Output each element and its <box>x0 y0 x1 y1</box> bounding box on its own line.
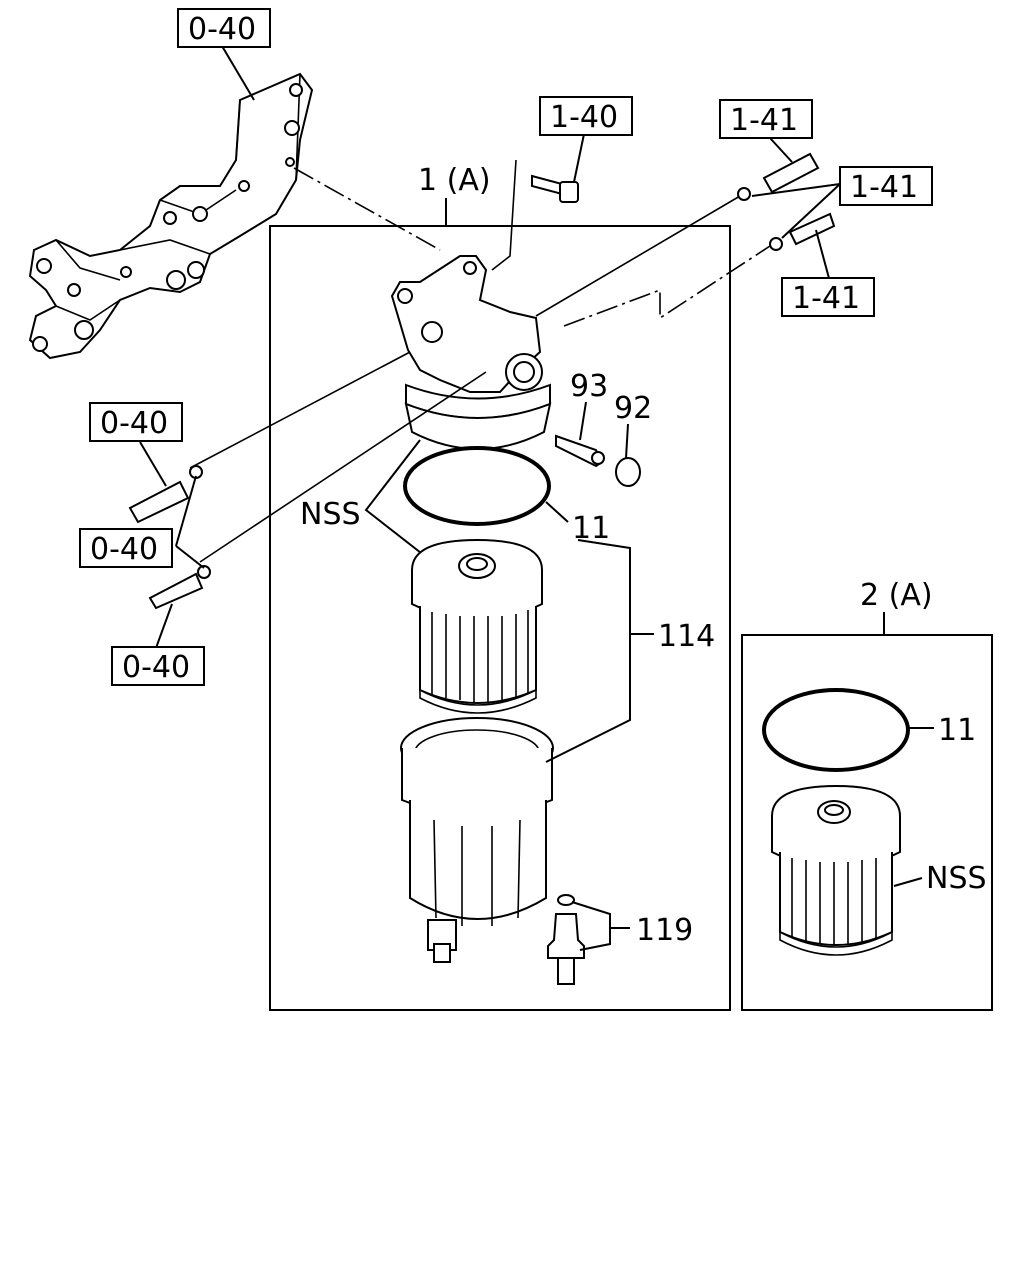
callout-hose-top: 1-41 <box>730 103 798 138</box>
oring-main <box>403 446 551 526</box>
leader-hose-left-mid-b <box>175 545 205 569</box>
leader-hose-mid-a <box>751 183 841 197</box>
drain-sensor <box>547 894 585 985</box>
part-93-fitting <box>555 434 605 468</box>
label-119: 119 <box>636 913 693 948</box>
label-nss-kit: NSS <box>926 861 987 896</box>
leader-hose-low <box>815 229 831 283</box>
leader-hose-mid-b <box>781 183 841 239</box>
leader-93 <box>579 401 587 441</box>
callout-hose-mid: 1-41 <box>850 170 918 205</box>
bolt-guide <box>491 159 517 271</box>
filter-bowl <box>400 717 554 963</box>
leader-hose-left-mid-a <box>175 475 197 547</box>
oring-kit <box>762 688 910 772</box>
part-92-plug <box>615 457 641 487</box>
callout-hose-left-top: 0-40 <box>100 406 168 441</box>
label-93: 93 <box>570 369 608 404</box>
label-92: 92 <box>614 391 652 426</box>
label-114: 114 <box>658 619 715 654</box>
callout-hose-left-mid: 0-40 <box>90 532 158 567</box>
leader-oring-main <box>545 501 569 523</box>
callout-bolt: 1-40 <box>550 100 618 135</box>
label-assembly-main: 1 (A) <box>418 163 491 198</box>
bolt-1-40 <box>531 174 579 203</box>
callout-hose-left-low: 0-40 <box>122 650 190 685</box>
leader-114 <box>545 539 631 763</box>
callout-bracket: 0-40 <box>188 12 256 47</box>
hose-right-top <box>737 152 836 251</box>
leader-nss-main <box>364 439 431 561</box>
hose-line-right-lower <box>563 245 771 327</box>
hose-line-upper <box>189 351 411 469</box>
hose-line-lower <box>199 371 487 563</box>
assembly-frame-kit <box>741 634 993 1011</box>
leader-hose-left-top <box>139 441 167 487</box>
filter-head <box>390 255 552 450</box>
leader-nss-kit <box>893 877 923 887</box>
mounting-bracket <box>28 72 314 360</box>
label-nss-main: NSS <box>300 497 361 532</box>
label-assembly-kit: 2 (A) <box>860 578 933 613</box>
hose-line-right-upper <box>535 195 741 317</box>
leader-hose-top <box>769 137 793 163</box>
label-oring-kit: 11 <box>938 713 976 748</box>
filter-element-kit <box>771 784 901 956</box>
leader-bolt <box>573 133 585 183</box>
leader-119 <box>571 901 630 951</box>
leader-bracket <box>221 45 255 101</box>
label-oring-main: 11 <box>572 511 610 546</box>
hose-left <box>128 465 211 610</box>
leader-hose-left-low <box>155 603 173 649</box>
filter-element <box>411 538 543 714</box>
centerline-bracket <box>293 167 441 251</box>
leader-92 <box>625 423 629 459</box>
callout-hose-low: 1-41 <box>792 281 860 316</box>
assembly-frame-main <box>269 225 731 1011</box>
